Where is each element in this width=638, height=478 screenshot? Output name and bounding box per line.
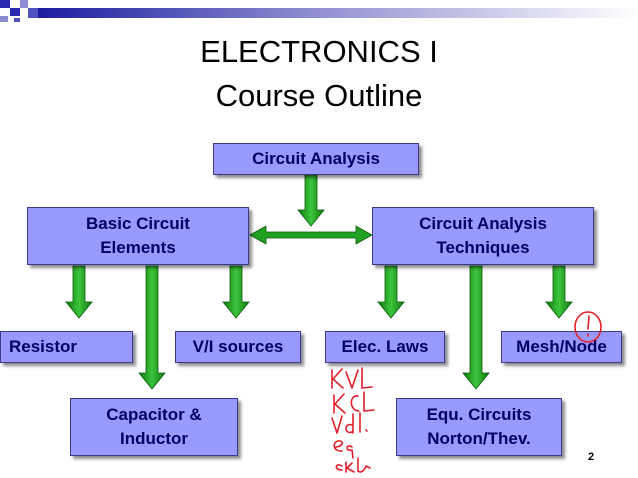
arrow-to-vi-sources	[222, 265, 250, 319]
slide-subtitle: Course Outline	[215, 78, 423, 113]
arrow-root-down	[297, 174, 325, 227]
box-equ-circuits: Equ. Circuits Norton/Thev.	[396, 398, 562, 456]
box-equ-circuits-label: Equ. Circuits Norton/Thev.	[426, 405, 532, 448]
box-circuit-analysis-techniques-label: Circuit Analysis Techniques	[419, 214, 547, 257]
box-elec-laws: Elec. Laws	[325, 331, 445, 363]
slide-title: ELECTRONICS I	[200, 34, 438, 69]
box-basic-circuit-elements: Basic Circuit Elements	[27, 207, 249, 265]
box-resistor: Resistor	[0, 331, 133, 363]
box-mesh-node: Mesh/Node	[501, 331, 622, 363]
arrow-to-mesh-node	[545, 265, 573, 319]
arrow-to-capacitor	[138, 265, 166, 390]
arrow-to-equ-circuits	[462, 265, 490, 390]
arrow-to-elec-laws	[377, 265, 405, 319]
box-basic-circuit-elements-label: Basic Circuit Elements	[86, 214, 190, 257]
page-number: 2	[588, 451, 595, 463]
box-resistor-label: Resistor	[9, 337, 78, 356]
box-capacitor-inductor: Capacitor & Inductor	[70, 398, 238, 456]
box-vi-sources: V/I sources	[175, 331, 301, 363]
box-elec-laws-label: Elec. Laws	[341, 337, 429, 356]
box-circuit-analysis-label: Circuit Analysis	[252, 149, 380, 168]
decorative-top-banner	[0, 0, 638, 22]
circled-mark	[574, 311, 602, 343]
box-circuit-analysis: Circuit Analysis	[213, 143, 419, 175]
arrow-to-resistor	[65, 265, 93, 319]
box-vi-sources-label: V/I sources	[192, 337, 284, 356]
box-circuit-analysis-techniques: Circuit Analysis Techniques	[372, 207, 594, 265]
box-capacitor-inductor-label: Capacitor & Inductor	[106, 405, 202, 448]
